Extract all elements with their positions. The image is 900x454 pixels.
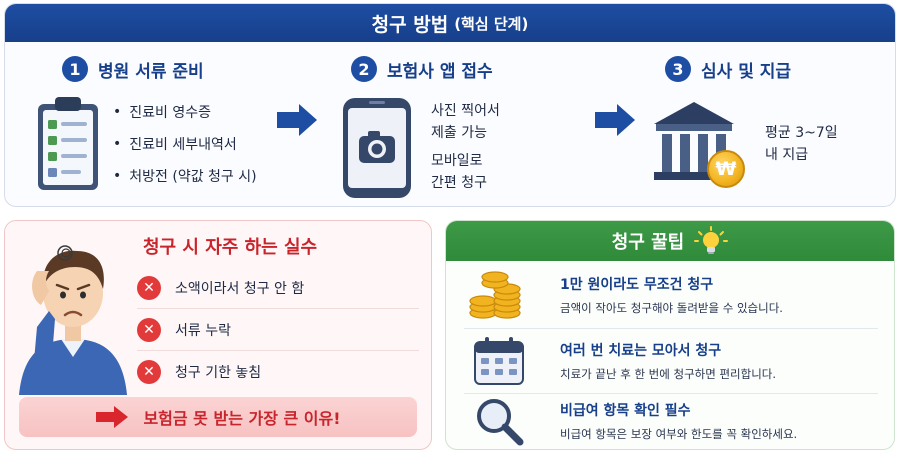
step-1-title: 병원 서류 준비 xyxy=(98,61,204,82)
tip-description: 금액이 작아도 청구해야 돌려받을 수 있습니다. xyxy=(560,301,783,315)
step-1-document-list: 진료비 영수증 진료비 세부내역서 처방전 (약값 청구 시) xyxy=(113,102,257,198)
divider xyxy=(464,393,878,394)
step-3-line: 내 지급 xyxy=(765,147,809,163)
list-item: 비급여 항목 확인 필수 비급여 항목은 보장 여부와 한도를 꼭 확인하세요. xyxy=(464,391,878,449)
mistake-text: 서류 누락 xyxy=(175,322,231,339)
step-2-line: 간편 청구 xyxy=(431,175,487,191)
coins-icon xyxy=(464,267,534,323)
divider xyxy=(464,328,878,329)
reason-banner: 보험금 못 받는 가장 큰 이유! xyxy=(19,397,417,437)
step-2-heading: 2 보험사 앱 접수 xyxy=(351,56,493,82)
step-2-description-a: 사진 찍어서 제출 가능 xyxy=(431,100,500,144)
tip-heading: 1만 원이라도 무조건 청구 xyxy=(560,277,714,293)
mistake-text: 청구 기한 놓침 xyxy=(175,365,262,381)
x-icon: ✕ xyxy=(137,317,161,342)
claim-steps-header: 청구 방법 (핵심 단계) xyxy=(5,4,895,42)
step-3-number: 3 xyxy=(665,56,691,82)
list-item: 여러 번 치료는 모아서 청구 치료가 끝난 후 한 번에 청구하면 편리합니다… xyxy=(464,331,878,391)
step-1-number: 1 xyxy=(62,56,88,82)
tip-description: 비급여 항목은 보장 여부와 한도를 꼭 확인하세요. xyxy=(560,427,798,441)
claim-tips-section: 청구 꿀팁 xyxy=(445,220,895,450)
x-icon: ✕ xyxy=(137,360,161,384)
won-coin-icon: ₩ xyxy=(707,150,745,188)
step-2-line: 사진 찍어서 xyxy=(431,103,500,119)
won-symbol: ₩ xyxy=(715,158,737,180)
smartphone-camera-icon xyxy=(343,98,411,198)
mistakes-list: ✕ 소액이라서 청구 안 함 ✕ 서류 누락 ✕ 청구 기한 놓침 xyxy=(137,267,419,393)
step-1-heading: 1 병원 서류 준비 xyxy=(62,56,204,82)
list-item: 1만 원이라도 무조건 청구 금액이 작아도 청구해야 돌려받을 수 있습니다. xyxy=(464,265,878,325)
list-item: ✕ 서류 누락 xyxy=(137,309,419,351)
arrow-right-icon xyxy=(96,406,129,428)
claim-steps-section: 청구 방법 (핵심 단계) 1 병원 서류 준비 진료비 영수증 진료비 세부내… xyxy=(4,3,896,207)
x-icon: ✕ xyxy=(137,275,161,300)
claim-steps-title: 청구 방법 xyxy=(371,13,449,36)
list-item: ✕ 소액이라서 청구 안 함 xyxy=(137,267,419,309)
step-2-line: 모바일로 xyxy=(431,153,483,169)
list-item: ✕ 청구 기한 놓침 xyxy=(137,351,419,393)
arrow-right-icon xyxy=(277,104,317,136)
step-2-line: 제출 가능 xyxy=(431,125,487,141)
common-mistakes-section: 청구 시 자주 하는 실수 ✕ 소액이라서 청구 안 함 ✕ 서류 누락 ✕ 청… xyxy=(4,220,432,450)
document-item: 진료비 영수증 xyxy=(113,102,257,122)
step-3-description: 평균 3~7일 내 지급 xyxy=(765,122,838,166)
document-item: 처방전 (약값 청구 시) xyxy=(113,166,256,186)
claim-steps-subtitle: (핵심 단계) xyxy=(454,14,529,33)
tips-header: 청구 꿀팁 xyxy=(446,221,894,261)
tip-description: 치료가 끝난 후 한 번에 청구하면 편리합니다. xyxy=(560,367,777,381)
worried-person-illustration xyxy=(19,245,127,395)
tip-heading: 비급여 항목 확인 필수 xyxy=(560,403,691,419)
step-2-title: 보험사 앱 접수 xyxy=(387,61,493,82)
step-2-number: 2 xyxy=(351,56,377,82)
tips-title: 청구 꿀팁 xyxy=(611,232,685,253)
document-item: 진료비 세부내역서 xyxy=(113,134,257,154)
mistake-text: 소액이라서 청구 안 함 xyxy=(175,280,305,297)
tip-heading: 여러 번 치료는 모아서 청구 xyxy=(560,343,722,359)
lightbulb-icon xyxy=(694,226,729,254)
calendar-icon xyxy=(464,333,534,389)
magnifier-icon xyxy=(464,393,534,449)
clipboard-icon xyxy=(38,97,98,190)
step-3-title: 심사 및 지급 xyxy=(701,61,792,82)
arrow-right-icon xyxy=(595,104,635,136)
step-3-heading: 3 심사 및 지급 xyxy=(665,56,791,82)
mistakes-title: 청구 시 자주 하는 실수 xyxy=(143,237,318,258)
reason-text: 보험금 못 받는 가장 큰 이유! xyxy=(143,409,341,428)
step-2-description-b: 모바일로 간편 청구 xyxy=(431,150,487,194)
step-3-line: 평균 3~7일 xyxy=(765,125,838,141)
